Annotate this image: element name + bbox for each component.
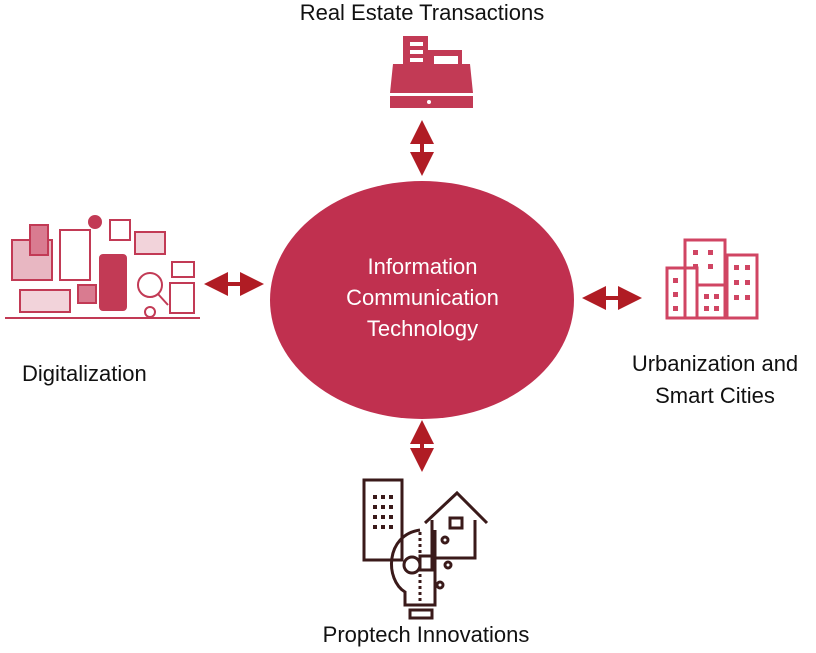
center-line-2: Communication xyxy=(346,285,499,310)
proptech-bulb-house-icon xyxy=(362,478,489,620)
cash-register-icon xyxy=(390,36,473,108)
digital-collage-icon xyxy=(5,215,200,319)
label-real-estate-transactions: Real Estate Transactions xyxy=(299,0,545,25)
label-urbanization-line-1: Urbanization and xyxy=(631,351,799,376)
label-digitalization: Digitalization xyxy=(22,361,147,386)
center-ellipse xyxy=(270,181,574,419)
city-buildings-icon xyxy=(665,238,759,320)
center-line-3: Technology xyxy=(366,316,479,341)
center-line-1: Information xyxy=(367,254,478,279)
label-urbanization-line-2: Smart Cities xyxy=(655,383,775,408)
label-proptech-innovations: Proptech Innovations xyxy=(322,622,530,647)
